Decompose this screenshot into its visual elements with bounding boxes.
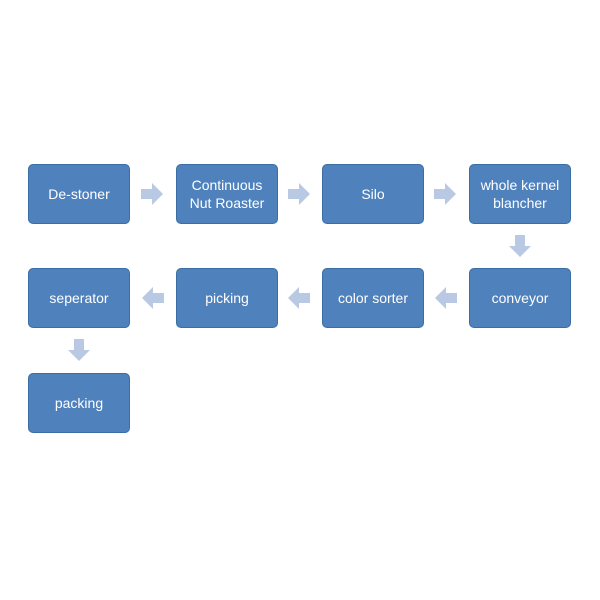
step-label: seperator bbox=[49, 290, 109, 306]
arrow-down-icon bbox=[509, 235, 531, 257]
step-packing: packing bbox=[28, 373, 130, 433]
step-label: Continuous Nut Roaster bbox=[189, 177, 265, 211]
arrow-left-icon bbox=[435, 287, 457, 309]
arrow-left-icon bbox=[288, 287, 310, 309]
step-seperator: seperator bbox=[28, 268, 130, 328]
step-conveyor: conveyor bbox=[469, 268, 571, 328]
arrow-down-icon bbox=[68, 339, 90, 361]
step-silo: Silo bbox=[322, 164, 424, 224]
step-label: picking bbox=[205, 290, 249, 306]
step-label: whole kernel blancher bbox=[480, 177, 560, 211]
step-label: conveyor bbox=[491, 290, 549, 306]
step-label: De-stoner bbox=[48, 186, 110, 202]
step-picking: picking bbox=[176, 268, 278, 328]
step-continuous-nut-roaster: Continuous Nut Roaster bbox=[176, 164, 278, 224]
arrow-right-icon bbox=[434, 183, 456, 205]
step-de-stoner: De-stoner bbox=[28, 164, 130, 224]
arrow-right-icon bbox=[288, 183, 310, 205]
arrow-right-icon bbox=[141, 183, 163, 205]
step-label: packing bbox=[54, 395, 104, 411]
step-label: color sorter bbox=[337, 290, 409, 306]
step-color-sorter: color sorter bbox=[322, 268, 424, 328]
arrow-left-icon bbox=[142, 287, 164, 309]
step-whole-kernel-blancher: whole kernel blancher bbox=[469, 164, 571, 224]
step-label: Silo bbox=[361, 186, 385, 202]
